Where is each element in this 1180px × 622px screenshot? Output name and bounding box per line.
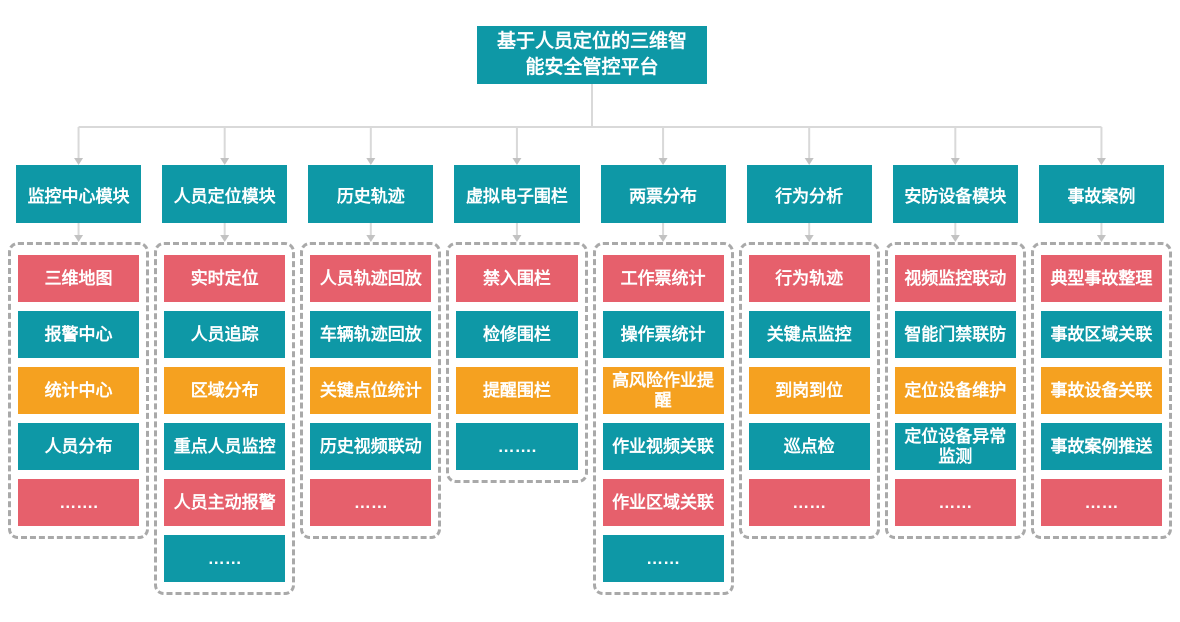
module-item: 区域分布 xyxy=(164,367,286,414)
module-item: 到岗到位 xyxy=(748,367,870,414)
module-item: 关键点位统计 xyxy=(310,367,432,414)
module-item: 统计中心 xyxy=(18,367,140,414)
module-column: 人员定位模块 实时定位人员追踪区域分布重点人员监控人员主动报警 …… xyxy=(154,165,296,595)
module-item: …… xyxy=(748,479,870,526)
module-item: 历史视频联动 xyxy=(310,423,432,470)
root-node: 基于人员定位的三维智能安全管控平台 xyxy=(477,26,707,84)
module-item: 巡点检 xyxy=(748,423,870,470)
module-item: 事故案例推送 xyxy=(1040,423,1162,470)
module-header: 监控中心模块 xyxy=(16,165,142,223)
module-item: ……. xyxy=(456,423,578,470)
module-item: 智能门禁联防 xyxy=(894,311,1016,358)
module-header: 两票分布 xyxy=(600,165,726,223)
module-item: …… xyxy=(1040,479,1162,526)
module-item: 作业区域关联 xyxy=(602,479,724,526)
module-item: 禁入围栏 xyxy=(456,255,578,302)
module-column: 监控中心模块 三维地图报警中心统计中心人员分布 ……. xyxy=(8,165,150,595)
module-item: …… xyxy=(164,535,286,582)
module-item: 人员轨迹回放 xyxy=(310,255,432,302)
module-column: 安防设备模块 视频监控联动智能门禁联防定位设备维护定位设备异常监测 …… xyxy=(884,165,1026,595)
module-items-box: 三维地图报警中心统计中心人员分布 ……. xyxy=(8,242,150,539)
module-item: 事故设备关联 xyxy=(1040,367,1162,414)
module-items-box: 人员轨迹回放车辆轨迹回放关键点位统计历史视频联动 …… xyxy=(300,242,442,539)
module-item: 定位设备异常监测 xyxy=(894,423,1016,470)
modules-row: 监控中心模块 三维地图报警中心统计中心人员分布……. 人员定位模块 实时定位人员… xyxy=(8,165,1172,595)
module-item: 作业视频关联 xyxy=(602,423,724,470)
module-column: 事故案例 典型事故整理事故区域关联事故设备关联事故案例推送 …… xyxy=(1030,165,1172,595)
module-item: 报警中心 xyxy=(18,311,140,358)
module-item: 检修围栏 xyxy=(456,311,578,358)
module-items-box: 视频监控联动智能门禁联防定位设备维护定位设备异常监测 …… xyxy=(884,242,1026,539)
module-item: 视频监控联动 xyxy=(894,255,1016,302)
module-header: 人员定位模块 xyxy=(162,165,288,223)
module-item: 典型事故整理 xyxy=(1040,255,1162,302)
module-items-box: 实时定位人员追踪区域分布重点人员监控人员主动报警 …… xyxy=(154,242,296,595)
module-items-box: 禁入围栏检修围栏提醒围栏 ……. xyxy=(446,242,588,483)
module-item: ……. xyxy=(18,479,140,526)
module-header: 行为分析 xyxy=(746,165,872,223)
module-column: 两票分布 工作票统计操作票统计高风险作业提醒作业视频关联作业区域关联 …… xyxy=(592,165,734,595)
module-item: 事故区域关联 xyxy=(1040,311,1162,358)
module-item: 人员分布 xyxy=(18,423,140,470)
module-item: 三维地图 xyxy=(18,255,140,302)
module-header: 历史轨迹 xyxy=(308,165,434,223)
module-item: 工作票统计 xyxy=(602,255,724,302)
module-item: 操作票统计 xyxy=(602,311,724,358)
module-item: 行为轨迹 xyxy=(748,255,870,302)
module-header: 虚拟电子围栏 xyxy=(454,165,580,223)
module-items-box: 典型事故整理事故区域关联事故设备关联事故案例推送 …… xyxy=(1030,242,1172,539)
module-item: 人员追踪 xyxy=(164,311,286,358)
module-item: 高风险作业提醒 xyxy=(602,367,724,414)
module-item: 定位设备维护 xyxy=(894,367,1016,414)
module-item: …… xyxy=(894,479,1016,526)
module-items-box: 行为轨迹关键点监控到岗到位巡点检 …… xyxy=(738,242,880,539)
module-header: 事故案例 xyxy=(1038,165,1164,223)
module-column: 虚拟电子围栏 禁入围栏检修围栏提醒围栏 ……. xyxy=(446,165,588,595)
module-header: 安防设备模块 xyxy=(892,165,1018,223)
module-item: 实时定位 xyxy=(164,255,286,302)
module-column: 历史轨迹 人员轨迹回放车辆轨迹回放关键点位统计历史视频联动 …… xyxy=(300,165,442,595)
module-item: …… xyxy=(310,479,432,526)
module-item: 提醒围栏 xyxy=(456,367,578,414)
module-item: 关键点监控 xyxy=(748,311,870,358)
module-item: …… xyxy=(602,535,724,582)
module-item: 车辆轨迹回放 xyxy=(310,311,432,358)
module-item: 重点人员监控 xyxy=(164,423,286,470)
module-item: 人员主动报警 xyxy=(164,479,286,526)
module-items-box: 工作票统计操作票统计高风险作业提醒作业视频关联作业区域关联 …… xyxy=(592,242,734,595)
module-column: 行为分析 行为轨迹关键点监控到岗到位巡点检 …… xyxy=(738,165,880,595)
